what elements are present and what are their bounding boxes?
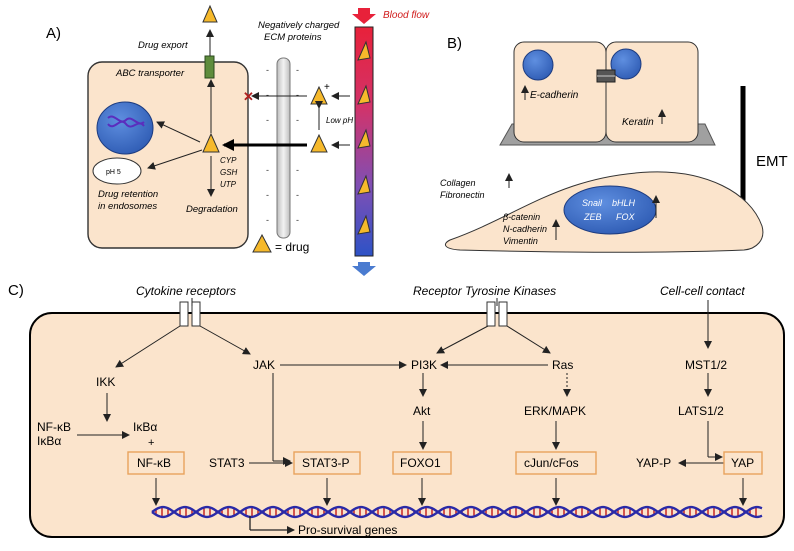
blood-flow-label: Blood flow bbox=[383, 10, 430, 21]
foxo1-tf: FOXO1 bbox=[400, 456, 441, 470]
degradation-label: Degradation bbox=[186, 204, 238, 215]
stat3p-tf: STAT3-P bbox=[302, 456, 350, 470]
svg-text:-: - bbox=[296, 90, 299, 100]
yapp-node: YAP-P bbox=[636, 456, 671, 470]
pro-survival-label: Pro-survival genes bbox=[298, 523, 397, 537]
nfkb-tf: NF-κB bbox=[137, 456, 171, 470]
panel-a: A) ABC transporter Drug export pH 5 Drug… bbox=[46, 4, 430, 276]
drug-legend-label: = drug bbox=[275, 240, 309, 254]
ecm-label-1: Negatively charged bbox=[258, 20, 340, 31]
rtk-label: Receptor Tyrosine Kinases bbox=[413, 284, 556, 298]
endosome-icon bbox=[92, 157, 142, 185]
ikk-node: IKK bbox=[96, 375, 115, 389]
tf-zeb: ZEB bbox=[583, 212, 602, 222]
vessel-drugs bbox=[357, 40, 371, 235]
svg-text:-: - bbox=[266, 215, 269, 225]
cytokine-receptor-icon bbox=[179, 301, 189, 327]
tf-snail: Snail bbox=[582, 198, 603, 208]
ecm-label-2: ECM proteins bbox=[264, 32, 322, 43]
ikba-complex-node: IκBα bbox=[37, 434, 61, 448]
abc-transporter-icon bbox=[204, 55, 215, 79]
cell-contact-label: Cell-cell contact bbox=[660, 284, 745, 298]
complex-plus: + bbox=[148, 437, 154, 449]
stat3-node: STAT3 bbox=[209, 456, 245, 470]
panel-c: C) Cytokine receptors Receptor Tyrosine … bbox=[8, 282, 785, 538]
blocked-x-icon: ✕ bbox=[243, 89, 254, 104]
cancer-cell bbox=[87, 61, 249, 249]
fibronectin-label: Fibronectin bbox=[440, 190, 485, 200]
tf-fox: FOX bbox=[616, 212, 635, 222]
nfkb-complex-node: NF-κB bbox=[37, 420, 71, 434]
stat3p-box bbox=[293, 451, 361, 475]
nucleus-icon bbox=[96, 101, 154, 155]
nfkb-box bbox=[127, 451, 185, 475]
cjun-box bbox=[515, 451, 597, 475]
panel-b-label: B) bbox=[447, 35, 462, 52]
mst-node: MST1/2 bbox=[685, 358, 727, 372]
svg-text:-: - bbox=[296, 190, 299, 200]
nucleus-right-icon bbox=[610, 48, 642, 80]
plus-charge: + bbox=[324, 82, 330, 93]
enzyme-cyp: CYP bbox=[220, 156, 237, 165]
ikba-released-node: IκBα bbox=[133, 420, 157, 434]
drug-export-label: Drug export bbox=[138, 40, 188, 51]
mesenchymal-nucleus-icon bbox=[563, 185, 657, 235]
panel-c-label: C) bbox=[8, 282, 24, 299]
panel-b: B) E-cadherin Keratin EMT Snail bHLH ZEB… bbox=[440, 35, 788, 253]
tf-bhlh: bHLH bbox=[612, 198, 636, 208]
flow-in-arrow-icon bbox=[352, 8, 376, 24]
abc-transporter-label: ABC transporter bbox=[115, 68, 185, 79]
svg-text:-: - bbox=[296, 165, 299, 175]
beta-catenin-label: β-catenin bbox=[502, 212, 540, 222]
retention-label-2: in endosomes bbox=[98, 201, 157, 212]
nucleus-left-icon bbox=[522, 49, 554, 81]
panel-a-label: A) bbox=[46, 25, 61, 42]
exported-drug-icon bbox=[202, 4, 218, 23]
ras-node: Ras bbox=[552, 358, 573, 372]
vimentin-label: Vimentin bbox=[503, 236, 538, 246]
emt-label: EMT bbox=[756, 153, 788, 170]
signaling-cell bbox=[29, 312, 785, 538]
legend-drug-icon bbox=[252, 233, 272, 253]
yap-tf: YAP bbox=[731, 456, 754, 470]
svg-text:-: - bbox=[296, 115, 299, 125]
lats-node: LATS1/2 bbox=[678, 404, 724, 418]
enzyme-gsh: GSH bbox=[220, 168, 238, 177]
ph5-label: pH 5 bbox=[106, 169, 121, 176]
svg-text:-: - bbox=[266, 115, 269, 125]
flow-out-arrow-icon bbox=[352, 262, 376, 276]
keratin-label: Keratin bbox=[622, 117, 654, 128]
foxo1-box bbox=[392, 451, 452, 475]
svg-text:-: - bbox=[296, 215, 299, 225]
enzyme-utp: UTP bbox=[220, 180, 237, 189]
jak-node: JAK bbox=[253, 358, 275, 372]
retention-label-1: Drug retention bbox=[98, 189, 158, 200]
ecm-protein-tube bbox=[276, 57, 291, 239]
dna-helix-icon bbox=[151, 505, 763, 519]
rtk-receptor-icon bbox=[486, 301, 496, 327]
akt-node: Akt bbox=[413, 404, 431, 418]
cjun-tf: cJun/cFos bbox=[524, 456, 579, 470]
svg-text:-: - bbox=[266, 65, 269, 75]
n-cadherin-label: N-cadherin bbox=[503, 224, 547, 234]
pi3k-node: PI3K bbox=[411, 358, 437, 372]
intracellular-drug-icon bbox=[202, 132, 220, 153]
svg-text:-: - bbox=[296, 65, 299, 75]
yap-box bbox=[723, 451, 763, 475]
svg-text:-: - bbox=[266, 90, 269, 100]
neutral-drug-icon bbox=[310, 133, 328, 153]
erk-mapk-node: ERK/MAPK bbox=[524, 404, 586, 418]
low-ph-label: Low pH bbox=[326, 116, 353, 125]
svg-text:-: - bbox=[266, 190, 269, 200]
collagen-label: Collagen bbox=[440, 178, 476, 188]
e-cadherin-label: E-cadherin bbox=[530, 90, 579, 101]
svg-text:-: - bbox=[266, 165, 269, 175]
cytokine-receptors-label: Cytokine receptors bbox=[136, 284, 236, 298]
